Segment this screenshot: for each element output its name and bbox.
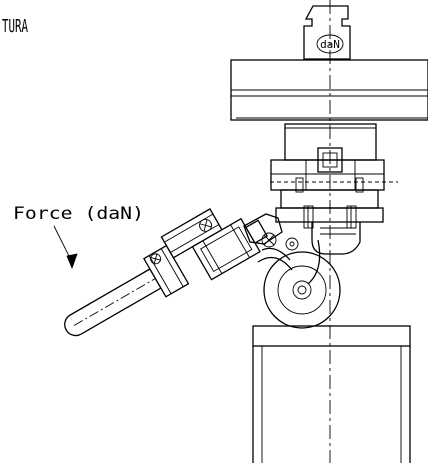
title-fragment: TURA	[2, 16, 28, 37]
caster-mount	[270, 123, 398, 229]
caster-wheel	[263, 251, 341, 329]
lever-pivot	[243, 213, 299, 271]
support-column	[252, 325, 411, 463]
brake-lever-assembly	[64, 208, 268, 337]
force-indicator: Force (daN)	[13, 204, 144, 270]
weight-block: daN	[303, 5, 351, 60]
force-label: Force (daN)	[13, 204, 144, 224]
caster-fork	[307, 222, 361, 285]
top-plate	[230, 59, 428, 121]
